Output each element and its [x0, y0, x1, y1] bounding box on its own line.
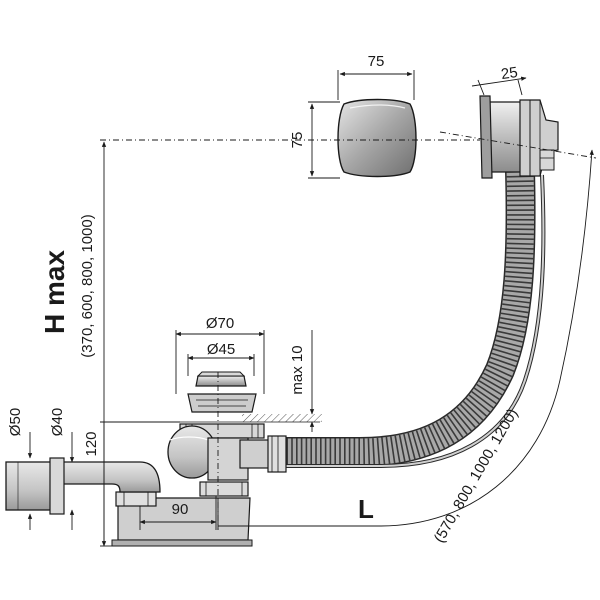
dimension-lines: [27, 70, 597, 547]
h-max-label: H max: [39, 250, 70, 334]
drain-trap: [5, 371, 322, 547]
h-options-label: (370, 600, 800, 1000): [79, 214, 96, 357]
cap-height-label: 75: [289, 132, 306, 149]
height-120-label: 120: [83, 431, 100, 456]
dia-70-label: Ø70: [206, 315, 234, 332]
max-10-label: max 10: [289, 345, 306, 394]
length-l-label: L: [358, 494, 374, 524]
overflow-assembly: [479, 95, 559, 179]
dia-50-label: Ø50: [7, 408, 24, 436]
cap-width-label: 75: [368, 53, 385, 70]
offset-90-label: 90: [172, 501, 189, 518]
cap-cover: [337, 98, 417, 178]
dia-45-label: Ø45: [207, 341, 235, 358]
dia-40-label: Ø40: [49, 408, 66, 436]
corrugated-hose: [272, 169, 536, 467]
overflow-depth-label: 25: [500, 64, 519, 83]
